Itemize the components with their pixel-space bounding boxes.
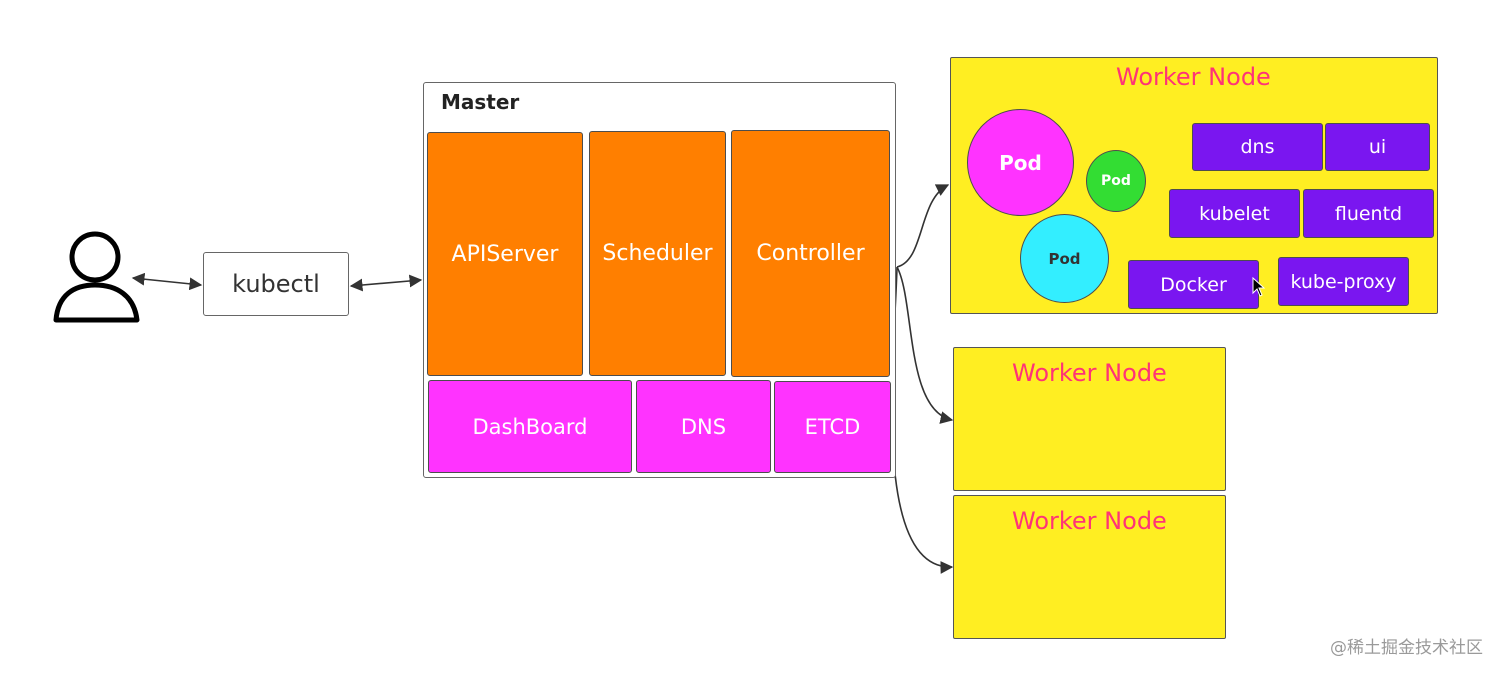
dns-component-label: dns xyxy=(1240,136,1275,158)
etcd-label: ETCD xyxy=(804,415,861,439)
dns-component: dns xyxy=(1192,123,1323,171)
kubelet-label: kubelet xyxy=(1199,202,1270,225)
dashboard-label: DashBoard xyxy=(472,414,588,439)
pod-large-label: Pod xyxy=(999,150,1042,175)
dashboard-addon: DashBoard xyxy=(428,380,632,473)
mouse-cursor-icon xyxy=(1252,277,1266,297)
worker-node-3-title: Worker Node xyxy=(1012,507,1167,535)
user-kubectl-arrow xyxy=(131,272,203,291)
dns-addon-label: DNS xyxy=(680,414,727,439)
kubelet-component: kubelet xyxy=(1169,189,1300,238)
worker-node-2-title: Worker Node xyxy=(1012,359,1167,387)
docker-label: Docker xyxy=(1160,273,1227,296)
master-worker1-connector xyxy=(896,184,950,268)
scheduler-component: Scheduler xyxy=(589,131,726,376)
master-title: Master xyxy=(441,90,520,114)
controller-label: Controller xyxy=(756,241,865,266)
watermark: @稀土掘金技术社区 xyxy=(1330,638,1483,658)
kubectl-master-arrow xyxy=(349,274,423,292)
pod-small: Pod xyxy=(1086,150,1146,212)
etcd-addon: ETCD xyxy=(774,381,891,473)
docker-component: Docker xyxy=(1128,260,1259,309)
pod-medium-label: Pod xyxy=(1048,249,1081,268)
worker-node-1-title: Worker Node xyxy=(1116,63,1271,91)
kube-proxy-component: kube-proxy xyxy=(1278,257,1409,306)
user-icon xyxy=(53,231,140,323)
worker-node-2 xyxy=(953,347,1226,491)
kubectl-box: kubectl xyxy=(203,252,349,316)
apiserver-component: APIServer xyxy=(427,132,583,376)
scheduler-label: Scheduler xyxy=(602,241,713,266)
fluentd-component: fluentd xyxy=(1303,189,1434,238)
ui-component-label: ui xyxy=(1368,136,1387,158)
pod-small-label: Pod xyxy=(1101,173,1131,189)
controller-component: Controller xyxy=(731,130,890,377)
ui-component: ui xyxy=(1325,123,1430,171)
dns-addon: DNS xyxy=(636,380,771,473)
pod-medium: Pod xyxy=(1020,214,1109,303)
kubectl-label: kubectl xyxy=(232,270,320,298)
fluentd-label: fluentd xyxy=(1334,202,1403,225)
worker-node-3 xyxy=(953,495,1226,639)
apiserver-label: APIServer xyxy=(451,241,559,267)
kube-proxy-label: kube-proxy xyxy=(1290,270,1397,293)
pod-large: Pod xyxy=(967,109,1074,216)
master-worker2-connector xyxy=(896,266,954,424)
